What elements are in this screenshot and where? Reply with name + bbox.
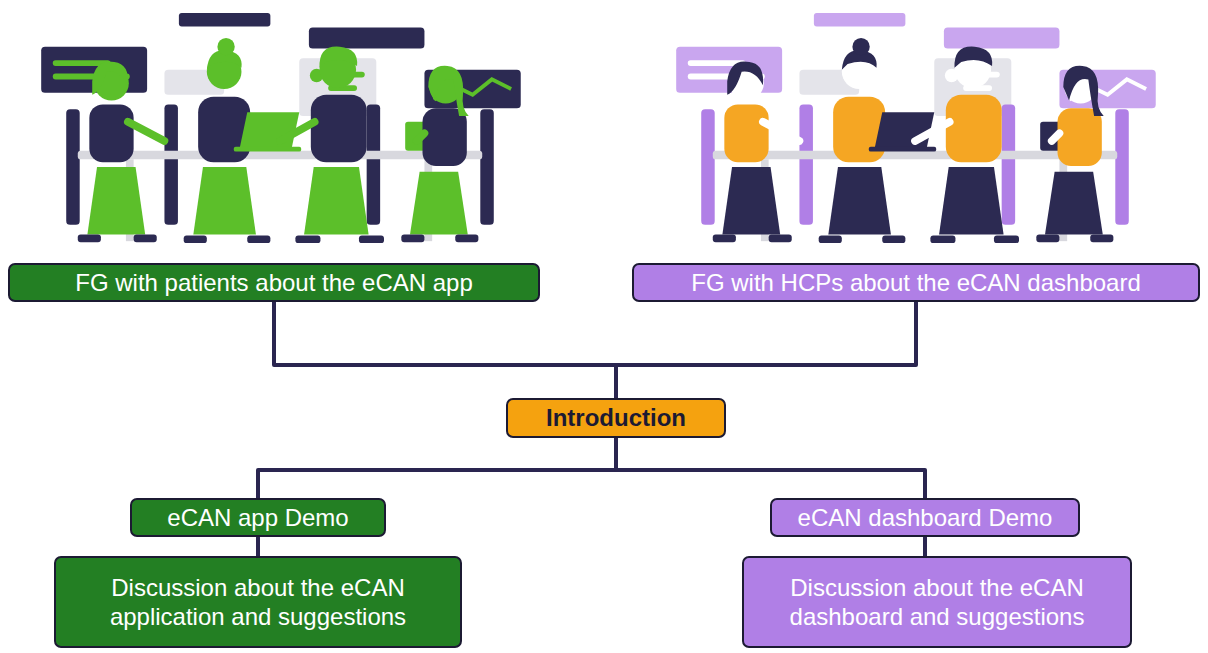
- patients-team-illustration: [41, 13, 521, 243]
- demo-box: eCAN dashboard Demo: [770, 498, 1080, 537]
- connector-line: [258, 438, 616, 498]
- node-label: Introduction: [546, 403, 686, 432]
- discussion-box: Discussion about the eCAN dashboard and …: [742, 556, 1132, 648]
- connector-line: [616, 438, 925, 498]
- connector-line: [256, 537, 260, 556]
- discussion-box: Discussion about the eCAN application an…: [54, 556, 462, 648]
- hcps-group-box: FG with HCPs about the eCAN dashboard: [632, 263, 1200, 302]
- demo-box: eCAN app Demo: [130, 498, 386, 537]
- introduction-box: Introduction: [506, 398, 726, 438]
- hcps-team-illustration: [676, 13, 1156, 243]
- connector-line: [274, 302, 616, 398]
- node-label: eCAN dashboard Demo: [798, 503, 1053, 532]
- node-label: Discussion about the eCAN application an…: [70, 573, 446, 632]
- node-label: FG with patients about the eCAN app: [75, 268, 473, 297]
- node-label: eCAN app Demo: [167, 503, 348, 532]
- patients-group-box: FG with patients about the eCAN app: [8, 263, 540, 302]
- connector-line: [923, 537, 927, 556]
- connector-line: [616, 302, 916, 398]
- node-label: Discussion about the eCAN dashboard and …: [758, 573, 1116, 632]
- node-label: FG with HCPs about the eCAN dashboard: [691, 268, 1141, 297]
